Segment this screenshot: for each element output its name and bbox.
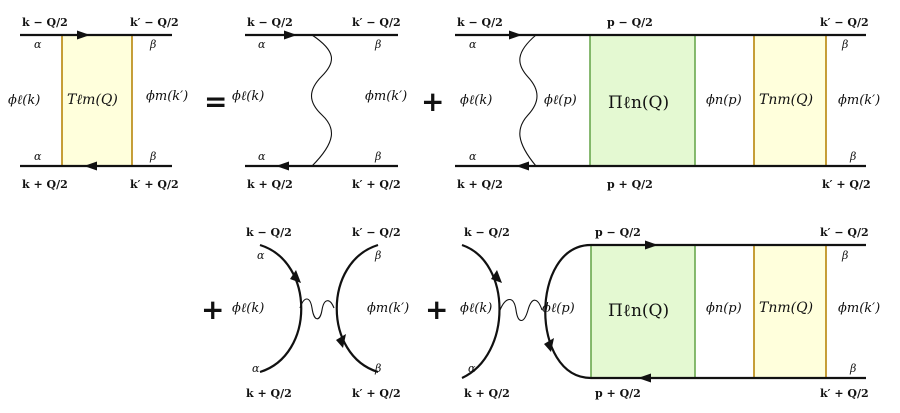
- index-label: α: [34, 150, 42, 163]
- diagram-single-interaction: k − Q/2 k′ − Q/2 α β α β k + Q/2 k′ + Q/…: [232, 16, 407, 191]
- index-label: β: [849, 362, 856, 375]
- momentum-label: k′ + Q/2: [822, 178, 871, 191]
- interaction-wavy-line: [310, 34, 333, 167]
- plus-sign: +: [425, 293, 448, 326]
- diagram-t-matrix: k − Q/2 k′ − Q/2 α β α β k + Q/2 k′ + Q/…: [8, 16, 188, 191]
- momentum-label: k − Q/2: [247, 16, 293, 29]
- momentum-label: k − Q/2: [246, 226, 292, 239]
- wavefunction-label: ϕm(k′): [365, 89, 407, 104]
- arrow-icon: [336, 334, 346, 348]
- wavefunction-label: ϕℓ(p): [544, 93, 577, 108]
- arrow-icon: [290, 270, 301, 283]
- momentum-label: k′ + Q/2: [820, 387, 869, 400]
- index-label: β: [841, 249, 848, 262]
- equals-sign: =: [204, 85, 227, 118]
- momentum-label: k′ + Q/2: [130, 178, 179, 191]
- momentum-label: k − Q/2: [457, 16, 503, 29]
- interaction-wavy-line: [499, 298, 543, 322]
- t-matrix-label: Tℓm(Q): [67, 92, 118, 108]
- index-label: α: [469, 150, 477, 163]
- index-label: α: [258, 150, 266, 163]
- index-label: β: [149, 38, 156, 51]
- index-label: α: [258, 38, 266, 51]
- momentum-label: k′ − Q/2: [820, 226, 869, 239]
- index-label: β: [374, 150, 381, 163]
- index-label: α: [469, 38, 477, 51]
- momentum-label: k′ − Q/2: [352, 16, 401, 29]
- wavefunction-label: ϕm(k′): [146, 89, 188, 104]
- wavefunction-label: ϕn(p): [706, 301, 742, 316]
- pi-label: Πℓn(Q): [608, 93, 669, 113]
- index-label: β: [374, 362, 381, 375]
- index-label: α: [257, 249, 265, 262]
- index-label: β: [374, 38, 381, 51]
- momentum-label: p − Q/2: [595, 226, 641, 239]
- left-arc: [259, 243, 303, 374]
- wavefunction-label: ϕm(k′): [838, 93, 880, 108]
- index-label: α: [468, 362, 476, 375]
- index-label: β: [849, 150, 856, 163]
- wavefunction-label: ϕm(k′): [367, 301, 409, 316]
- momentum-label: p + Q/2: [607, 178, 653, 191]
- arrow-left-icon: [516, 161, 529, 171]
- wavefunction-label: ϕℓ(k): [460, 93, 492, 108]
- t-matrix-label: Tnm(Q): [759, 300, 813, 316]
- left-arc: [461, 243, 501, 379]
- arrow-icon: [544, 338, 554, 352]
- pi-label: Πℓn(Q): [608, 301, 669, 321]
- arrow-icon: [491, 270, 502, 283]
- wavefunction-label: ϕℓ(k): [8, 93, 40, 108]
- index-label: β: [374, 249, 381, 262]
- wavefunction-label: ϕℓ(p): [542, 301, 575, 316]
- t-matrix-label: Tnm(Q): [759, 92, 813, 108]
- arrow-right-icon: [509, 30, 522, 40]
- right-arc: [335, 243, 379, 374]
- diagram-ladder-exchange: k − Q/2 p − Q/2 k′ − Q/2 β α β k + Q/2 p…: [460, 226, 880, 400]
- diagram-exchange: k − Q/2 k′ − Q/2 α β α β k + Q/2 k′ + Q/…: [232, 226, 409, 400]
- momentum-label: k′ + Q/2: [352, 387, 401, 400]
- index-label: α: [34, 38, 42, 51]
- momentum-label: k + Q/2: [464, 387, 510, 400]
- momentum-label: k′ − Q/2: [352, 226, 401, 239]
- momentum-label: k − Q/2: [22, 16, 68, 29]
- wavefunction-label: ϕℓ(k): [232, 89, 264, 104]
- momentum-label: k′ − Q/2: [130, 16, 179, 29]
- wavefunction-label: ϕn(p): [706, 93, 742, 108]
- wavefunction-label: ϕℓ(k): [460, 301, 492, 316]
- wavefunction-label: ϕℓ(k): [232, 301, 264, 316]
- momentum-label: k − Q/2: [464, 226, 510, 239]
- outer-loop: [544, 243, 866, 380]
- plus-sign: +: [421, 85, 444, 118]
- index-label: α: [252, 362, 260, 375]
- interaction-wavy-line: [519, 34, 538, 167]
- momentum-label: p − Q/2: [607, 16, 653, 29]
- momentum-label: k′ − Q/2: [820, 16, 869, 29]
- momentum-label: p + Q/2: [595, 387, 641, 400]
- arrow-left-icon: [276, 161, 289, 171]
- index-label: β: [841, 38, 848, 51]
- plus-sign: +: [201, 293, 224, 326]
- t-matrix-box: [61, 34, 133, 167]
- momentum-label: k + Q/2: [247, 178, 293, 191]
- momentum-label: k + Q/2: [246, 387, 292, 400]
- wavefunction-label: ϕm(k′): [838, 301, 880, 316]
- interaction-wavy-line: [299, 298, 335, 320]
- momentum-label: k + Q/2: [22, 178, 68, 191]
- arrow-right-icon: [284, 30, 297, 40]
- momentum-label: k + Q/2: [457, 178, 503, 191]
- momentum-label: k′ + Q/2: [352, 178, 401, 191]
- diagram-ladder-direct: k − Q/2 p − Q/2 k′ − Q/2 α β α β k + Q/2…: [455, 16, 880, 191]
- index-label: β: [149, 150, 156, 163]
